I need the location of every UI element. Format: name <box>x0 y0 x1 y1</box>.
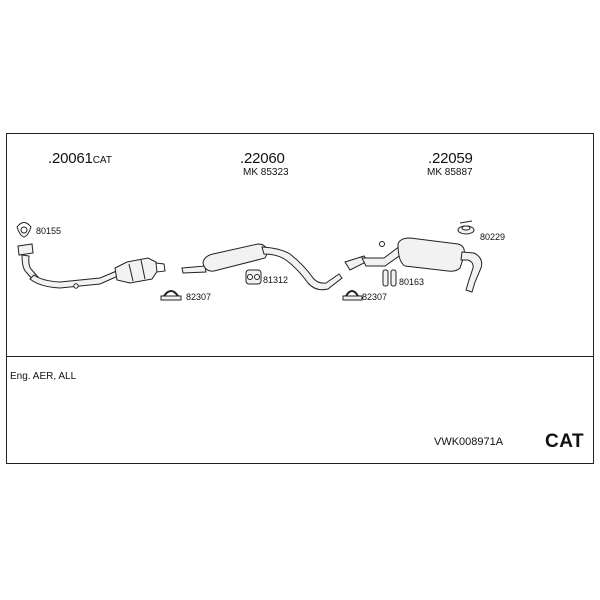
kit-code: VWK008971A <box>434 436 504 448</box>
diagram-frame <box>6 133 594 464</box>
middle-silencer-icon <box>181 243 343 291</box>
hanger-81312-icon <box>245 269 262 285</box>
assembly-heading-rear-silencer: .22059 <box>428 150 473 167</box>
part-label-82307-2: 82307 <box>362 292 388 302</box>
assembly-kit-rear: MK 85887 <box>427 167 473 178</box>
assembly-kit-middle: MK 85323 <box>243 167 289 178</box>
clamp-82307-icon <box>160 290 182 301</box>
gasket-ring-80229-icon <box>457 220 475 235</box>
engine-info: Eng. AER, ALL <box>10 371 77 382</box>
assembly-heading-catalyst: .20061CAT <box>48 150 112 167</box>
part-label-80229: 80229 <box>480 232 506 242</box>
cat-badge: CAT <box>545 431 585 452</box>
clamp-82307-icon-2 <box>342 290 363 301</box>
part-label-81312: 81312 <box>263 275 289 285</box>
part-label-80163: 80163 <box>399 277 425 287</box>
part-label-80155: 80155 <box>36 226 62 236</box>
assembly-heading-middle-silencer: .22060 <box>240 150 285 167</box>
gasket-80155-icon <box>16 222 32 238</box>
section-divider <box>6 356 594 357</box>
catalytic-converter-icon <box>17 243 166 289</box>
rear-silencer-icon <box>344 237 483 293</box>
part-label-82307: 82307 <box>186 292 212 302</box>
rubber-mount-80163-icon <box>382 269 397 287</box>
